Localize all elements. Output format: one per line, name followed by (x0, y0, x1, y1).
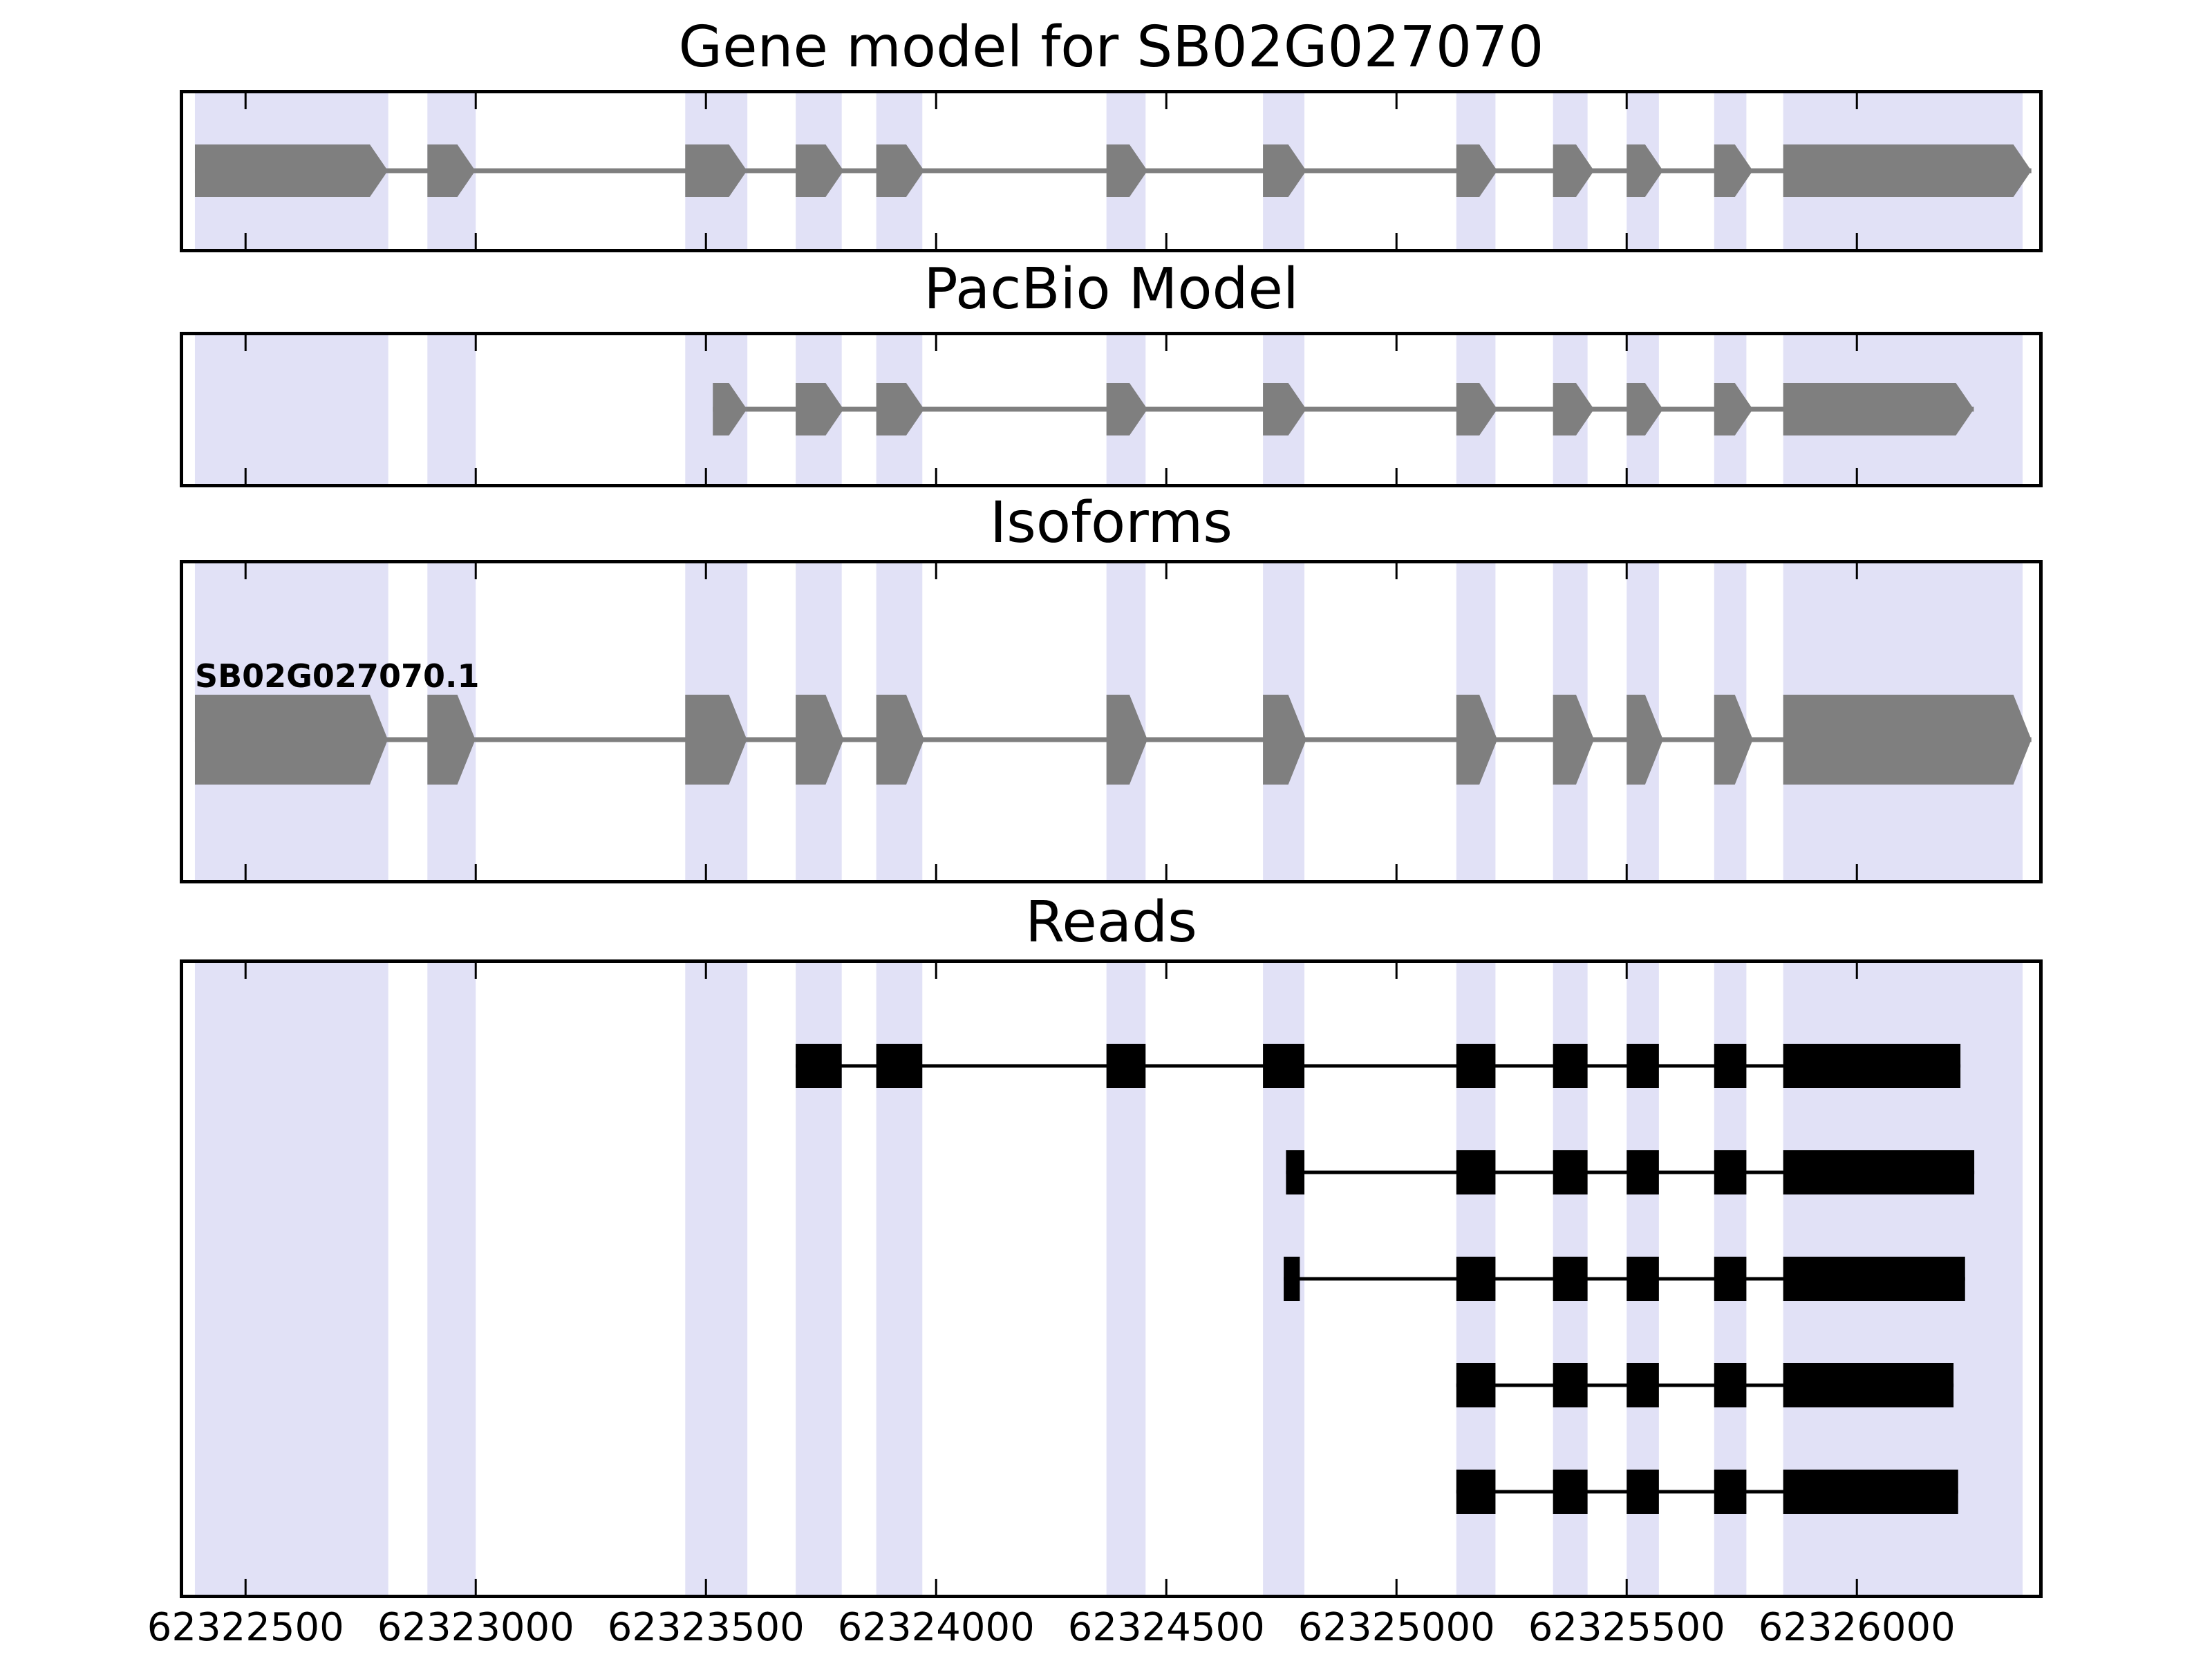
panel-border (180, 90, 2043, 252)
read-block (796, 1044, 842, 1088)
exon-arrow (1714, 144, 1753, 197)
read-block (1553, 1150, 1588, 1194)
panel-title-reads: Reads (1025, 890, 1197, 955)
exon-arrow (1783, 383, 1974, 435)
exon-arrow (194, 695, 388, 785)
exon-arrow (796, 695, 844, 785)
exon-highlight-band (194, 959, 388, 1598)
exon-arrow (1714, 383, 1753, 435)
exon-arrow (1553, 383, 1594, 435)
x-tick-label: 62324500 (1067, 1605, 1265, 1650)
exon-arrow (1553, 144, 1594, 197)
read-block (1783, 1150, 1975, 1194)
read-block (1627, 1044, 1659, 1088)
x-tick-label: 62325500 (1528, 1605, 1725, 1650)
exon-arrow (1783, 695, 2032, 785)
read-block (1553, 1044, 1588, 1088)
exon-arrow (427, 144, 476, 197)
read-block (1714, 1257, 1747, 1301)
exon-highlight-band (427, 332, 476, 487)
read-block (1286, 1150, 1305, 1194)
read-block (1456, 1257, 1496, 1301)
exon-arrow (194, 144, 388, 197)
exon-arrow (1106, 144, 1147, 197)
read-block (1783, 1470, 1958, 1514)
exon-arrow (1783, 144, 2032, 197)
exon-arrow (685, 144, 747, 197)
read-block (1553, 1257, 1588, 1301)
read-block (1553, 1363, 1588, 1407)
read-block (1783, 1044, 1961, 1088)
exon-arrow (1106, 383, 1147, 435)
exon-arrow (713, 383, 747, 435)
read-block (1456, 1150, 1496, 1194)
read-block (1106, 1044, 1146, 1088)
read-block (1714, 1363, 1747, 1407)
read-block (1263, 1044, 1305, 1088)
gene-model-panel (180, 90, 2043, 252)
panel-border (180, 560, 2043, 883)
pacbio-model-panel (180, 332, 2043, 487)
panel-title-isoforms: Isoforms (990, 490, 1232, 556)
read-block (1714, 1044, 1747, 1088)
exon-arrow (876, 144, 924, 197)
exon-arrow (876, 383, 924, 435)
read-block (1627, 1470, 1659, 1514)
read-block (1627, 1363, 1659, 1407)
x-tick-label: 62324000 (837, 1605, 1035, 1650)
x-tick-label: 62325000 (1297, 1605, 1495, 1650)
exon-highlight-band (427, 959, 476, 1598)
exon-arrow (1456, 383, 1498, 435)
exon-arrow (876, 695, 924, 785)
panel-title-pacbio: PacBio Model (924, 256, 1299, 322)
panel-border (180, 332, 2043, 487)
exon-arrow (1263, 695, 1306, 785)
exon-arrow (1627, 383, 1663, 435)
read-block (1284, 1257, 1300, 1301)
read-block (1456, 1363, 1496, 1407)
exon-arrow (1714, 695, 1753, 785)
isoforms-panel: SB02G027070.1 (180, 560, 2043, 883)
exon-arrow (1263, 144, 1306, 197)
read-block (1783, 1363, 1954, 1407)
isoform-name-label: SB02G027070.1 (194, 657, 480, 695)
exon-arrow (796, 383, 844, 435)
panel-title-gene-model: Gene model for SB02G027070 (678, 15, 1544, 80)
exon-arrow (1627, 695, 1663, 785)
x-tick-label: 62322500 (147, 1605, 344, 1650)
exon-arrow (796, 144, 844, 197)
x-tick-label: 62323000 (377, 1605, 574, 1650)
read-block (1553, 1470, 1588, 1514)
exon-arrow (427, 695, 476, 785)
reads-panel (180, 959, 2043, 1598)
exon-highlight-band (685, 959, 748, 1598)
x-tick-label: 62323500 (607, 1605, 805, 1650)
read-block (1456, 1044, 1496, 1088)
panel-border (180, 959, 2043, 1598)
read-block (1714, 1150, 1747, 1194)
read-block (1627, 1257, 1659, 1301)
exon-arrow (1553, 695, 1594, 785)
exon-arrow (1263, 383, 1306, 435)
read-block (876, 1044, 923, 1088)
read-block (1456, 1470, 1496, 1514)
exon-arrow (1627, 144, 1663, 197)
read-block (1627, 1150, 1659, 1194)
exon-arrow (1456, 144, 1498, 197)
exon-highlight-band (194, 332, 388, 487)
exon-arrow (685, 695, 747, 785)
read-block (1714, 1470, 1747, 1514)
exon-arrow (1106, 695, 1147, 785)
exon-arrow (1456, 695, 1498, 785)
x-tick-label: 62326000 (1758, 1605, 1956, 1650)
read-block (1783, 1257, 1965, 1301)
